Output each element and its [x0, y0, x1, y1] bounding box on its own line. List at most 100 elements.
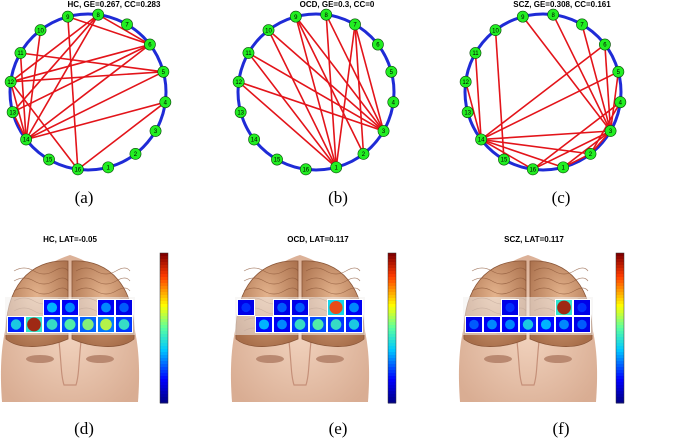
channel-node [475, 133, 488, 146]
colorbar-segment [160, 382, 168, 386]
brain-fold [471, 277, 527, 285]
colorbar-segment [616, 385, 624, 389]
channel-node [242, 47, 255, 59]
panel-title: OCD, GE=0.3, CC=0 [299, 0, 375, 9]
colorbar-segment [160, 361, 168, 365]
colorbar-segment [160, 379, 168, 383]
channel-number: 4 [164, 100, 168, 106]
colorbar-segment [388, 361, 396, 365]
colorbar-segment [388, 274, 396, 278]
channel-node [357, 147, 370, 160]
channel-node [612, 65, 625, 78]
channel-number: 8 [552, 13, 556, 19]
colorbar-segment [160, 367, 168, 371]
colorbar-segment [160, 376, 168, 380]
network-edge [77, 101, 166, 170]
channel-number: 5 [617, 70, 621, 76]
channel-number: 7 [125, 23, 129, 29]
channel-node [4, 75, 17, 88]
right-eye-icon [316, 355, 344, 363]
colorbar-segment [160, 253, 168, 257]
channel-node [20, 133, 33, 146]
colorbar-segment [616, 397, 624, 401]
channel-activation [100, 318, 112, 331]
colorbar-segment [616, 325, 624, 329]
network-edge [295, 16, 337, 168]
colorbar-segment [616, 322, 624, 326]
channel-node [299, 163, 312, 176]
network-edge [325, 14, 385, 132]
channel-number: 12 [7, 80, 14, 86]
channel-activation [330, 319, 342, 330]
network-edge [25, 71, 164, 141]
colorbar-segment [616, 292, 624, 296]
colorbar-segment [388, 382, 396, 386]
colorbar-segment [160, 358, 168, 362]
channel-node [102, 161, 115, 174]
channel-number: 9 [521, 15, 525, 21]
colorbar-segment [616, 271, 624, 275]
colorbar-segment [388, 253, 396, 257]
nose-icon [285, 316, 315, 386]
channel-node [385, 65, 398, 78]
channel-activation [65, 302, 75, 313]
colorbar-segment [616, 337, 624, 341]
channel-number: 11 [245, 51, 252, 57]
colorbar-segment [388, 334, 396, 338]
channel-node [71, 163, 84, 176]
channel-activation [277, 302, 287, 313]
colorbar-segment [616, 370, 624, 374]
colorbar-segment [616, 289, 624, 293]
channel-node [271, 153, 283, 166]
colorbar-segment [388, 379, 396, 383]
network-edge [267, 29, 385, 132]
colorbar-segment [388, 355, 396, 359]
channel-activation [64, 319, 76, 330]
channel-node [469, 47, 482, 59]
channel-node [377, 125, 390, 137]
head-topomap [458, 252, 625, 404]
network-edge [481, 130, 611, 141]
channel-node [371, 38, 384, 51]
network-edge [480, 138, 534, 171]
topomap-panel-d: HC, LAT=-0.05 (d) [0, 235, 228, 441]
colorbar-segment [616, 358, 624, 362]
colorbar-segment [160, 355, 168, 359]
colorbar-segment [160, 259, 168, 263]
colorbar-segment [388, 286, 396, 290]
colorbar-segment [616, 262, 624, 266]
brain-fold [533, 267, 589, 275]
head-topomap [0, 252, 169, 404]
colorbar-segment [616, 346, 624, 350]
colorbar-segment [388, 340, 396, 344]
network-edge [12, 14, 99, 113]
colorbar-segment [616, 340, 624, 344]
network-ring [463, 12, 623, 172]
colorbar-segment [160, 292, 168, 296]
colorbar-segment [616, 286, 624, 290]
channel-activation [119, 302, 129, 313]
brain-fold [13, 287, 69, 295]
channel-node [489, 24, 502, 37]
colorbar-frame [387, 252, 397, 404]
colorbar-segment [388, 292, 396, 296]
channel-number: 12 [235, 80, 242, 86]
colorbar-segment [388, 352, 396, 356]
channel-number: 2 [589, 152, 593, 158]
channel-number: 8 [97, 13, 101, 19]
channel-number: 15 [46, 158, 53, 164]
left-eye-icon [484, 355, 512, 363]
colorbar-segment [388, 277, 396, 281]
channel-number: 13 [237, 110, 244, 116]
channel-activation [349, 302, 359, 313]
channel-node [34, 24, 47, 37]
channel-node [387, 96, 400, 109]
brain-fold [75, 267, 131, 275]
colorbar-segment [160, 322, 168, 326]
network-edge [19, 52, 27, 140]
channel-node [14, 47, 27, 59]
channel-node [61, 10, 74, 23]
colorbar-segment [388, 397, 396, 401]
